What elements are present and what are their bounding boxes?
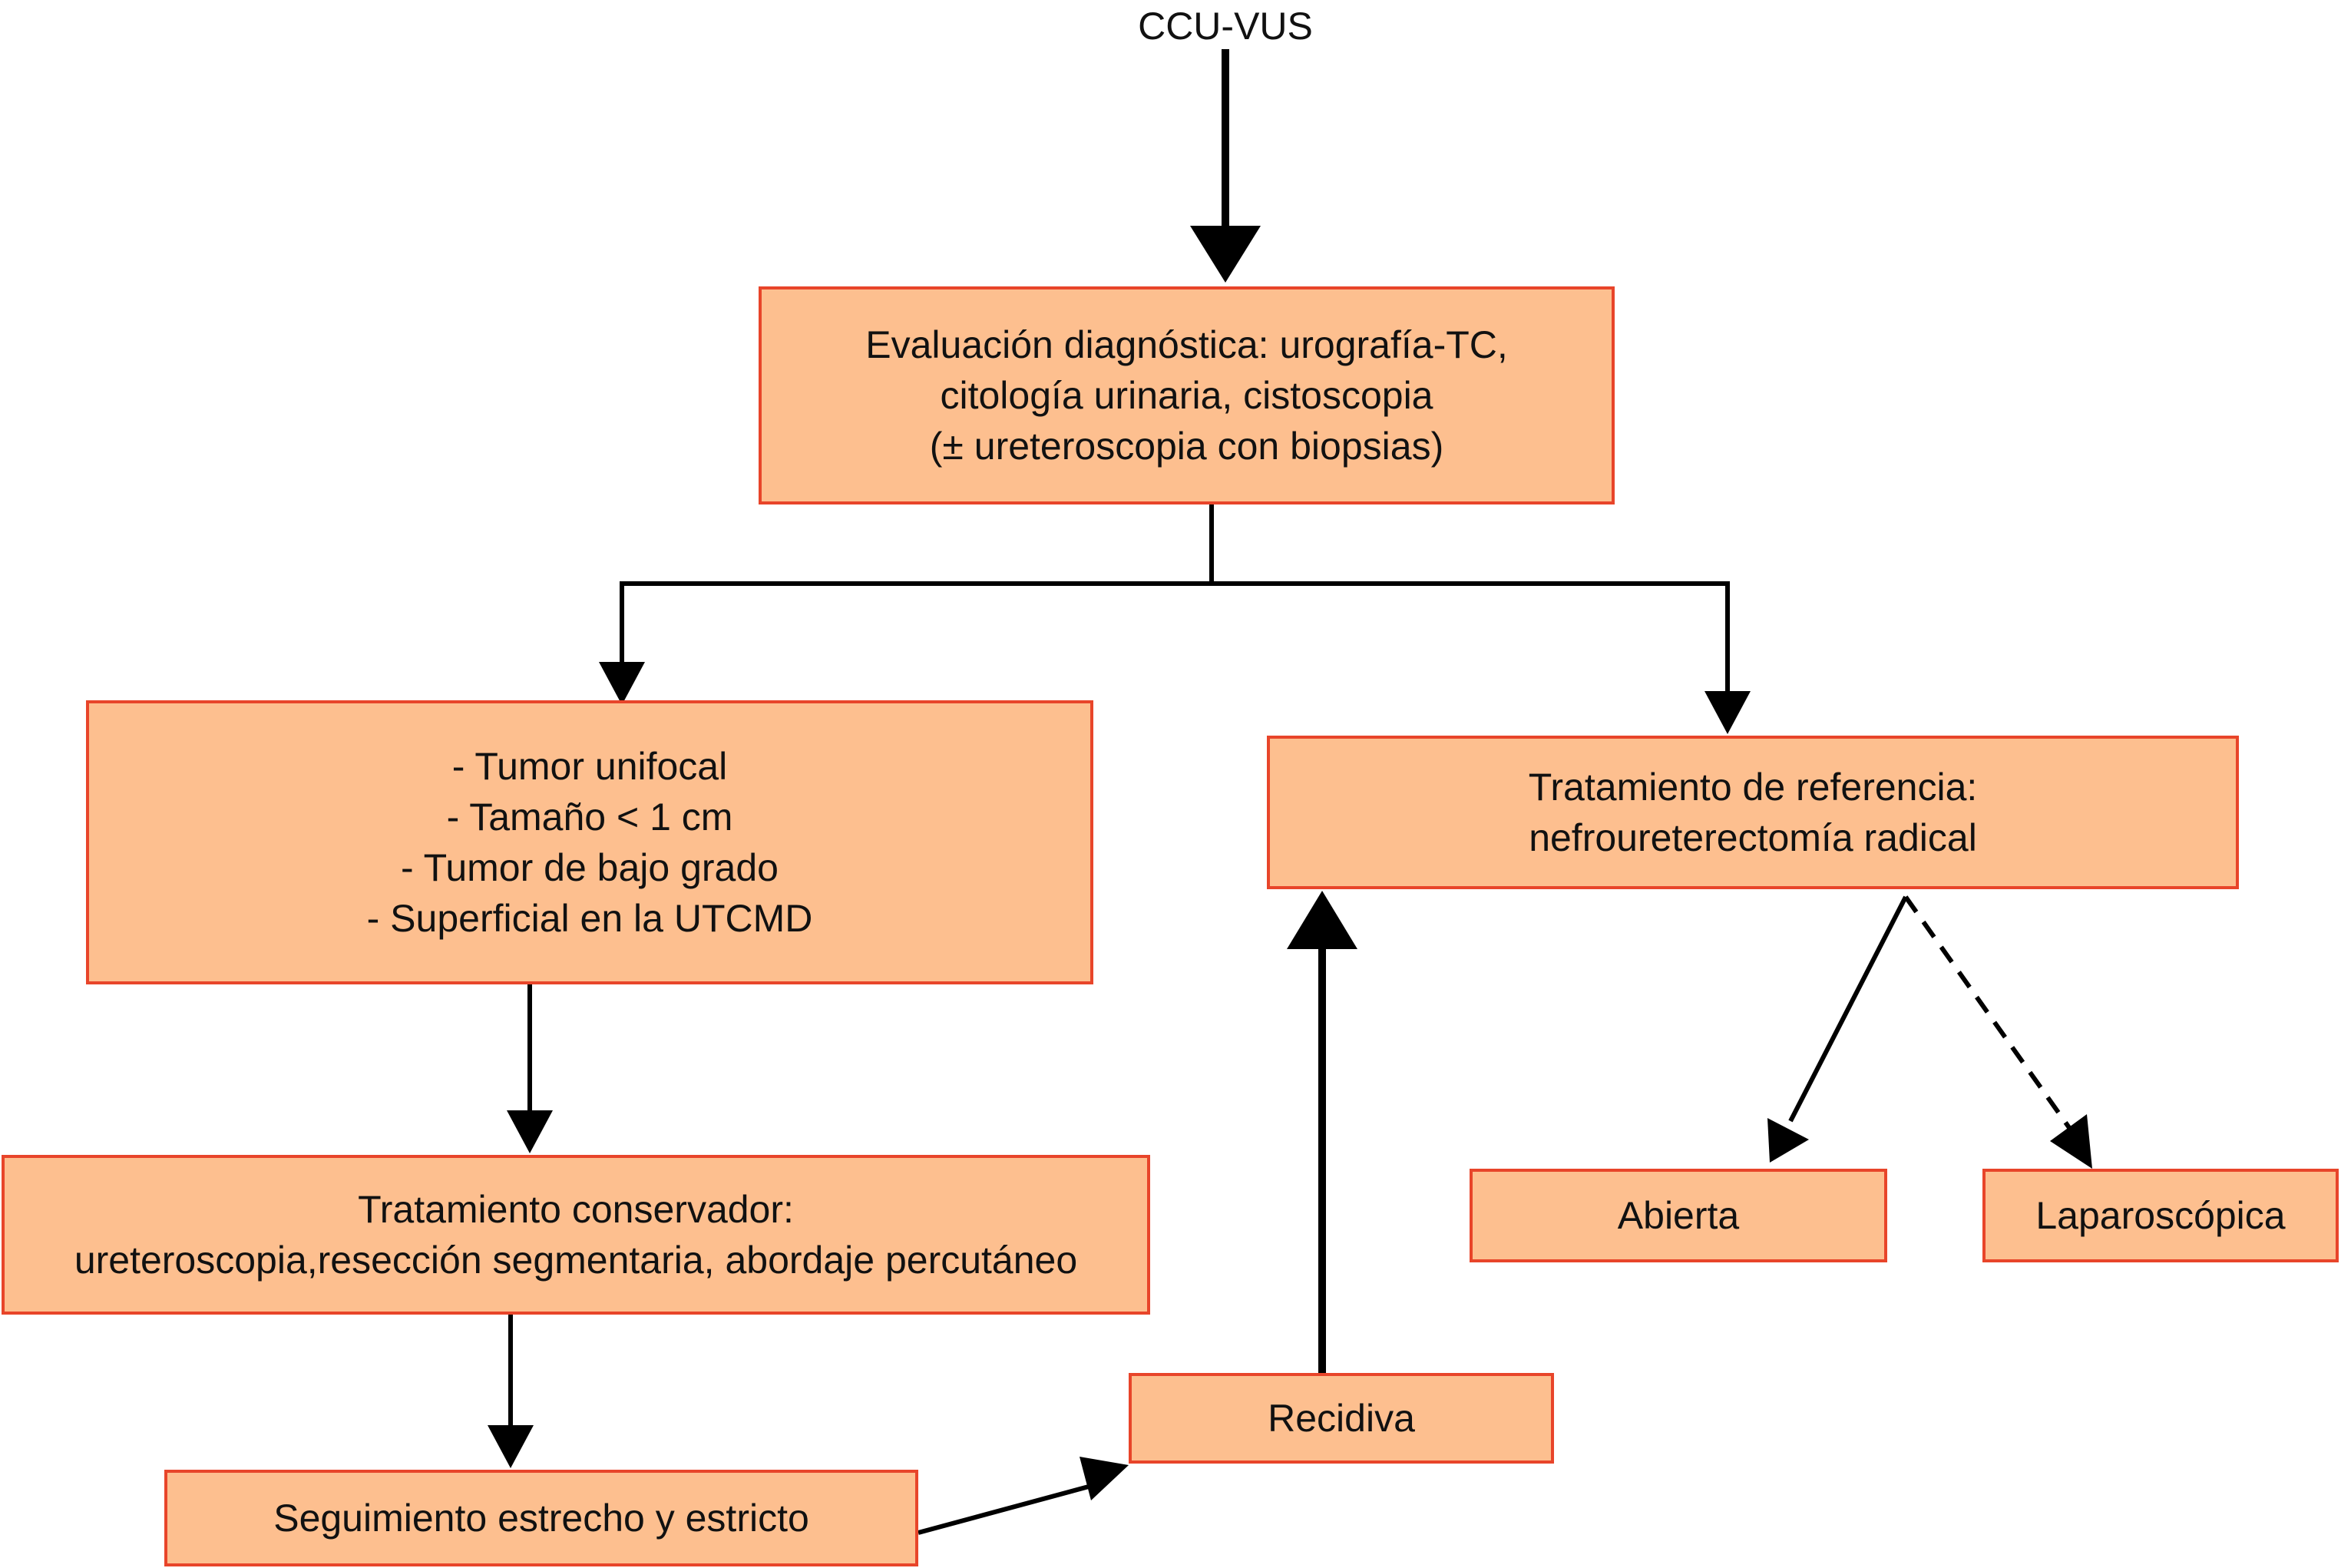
arrowhead-criteria xyxy=(599,662,645,705)
reference-line-2: nefroureterectomía radical xyxy=(1529,816,1977,859)
evaluation-box: Evaluación diagnóstica: urografía-TC, ci… xyxy=(759,286,1615,504)
edge-evaluation-split xyxy=(620,504,1214,668)
open-box: Abierta xyxy=(1470,1169,1887,1262)
evaluation-line-1: Evaluación diagnóstica: urografía-TC, xyxy=(865,323,1508,366)
arrowhead-evaluation xyxy=(1190,226,1261,283)
criteria-box: - Tumor unifocal - Tamaño < 1 cm - Tumor… xyxy=(86,700,1093,984)
arrowhead-open xyxy=(1767,1118,1809,1163)
arrowhead-laparoscopic xyxy=(2050,1114,2092,1169)
conservative-line-1: Tratamiento conservador: xyxy=(358,1188,794,1231)
open-label: Abierta xyxy=(1617,1194,1740,1237)
arrowhead-conservative xyxy=(507,1110,553,1153)
arrowhead-reference xyxy=(1704,691,1751,734)
evaluation-line-3: (± ureteroscopia con biopsias) xyxy=(929,425,1444,468)
edge-followup-to-recurrence xyxy=(918,1480,1106,1535)
followup-label: Seguimiento estrecho y estricto xyxy=(273,1497,809,1540)
conservative-box: Tratamiento conservador: ureteroscopia,r… xyxy=(2,1155,1150,1315)
arrowhead-followup xyxy=(488,1425,534,1468)
evaluation-line-2: citología urinaria, cistoscopia xyxy=(940,374,1433,417)
criteria-line-3: - Tumor de bajo grado xyxy=(401,846,779,889)
criteria-line-4: - Superficial en la UTCMD xyxy=(366,897,813,940)
arrowhead-reference-up xyxy=(1287,891,1357,949)
criteria-line-1: - Tumor unifocal xyxy=(451,745,728,788)
edge-reference-to-laparoscopic xyxy=(1903,895,2072,1130)
reference-line-1: Tratamiento de referencia: xyxy=(1528,766,1978,809)
followup-box: Seguimiento estrecho y estricto xyxy=(164,1470,918,1566)
edge-reference-to-open xyxy=(1788,895,1908,1123)
conservative-line-2: ureteroscopia,resección segmentaria, abo… xyxy=(74,1239,1078,1282)
edge-split-to-reference xyxy=(1212,581,1730,696)
laparoscopic-box: Laparoscópica xyxy=(1982,1169,2339,1262)
recurrence-box: Recidiva xyxy=(1129,1373,1554,1464)
recurrence-label: Recidiva xyxy=(1268,1397,1415,1440)
ccu-vus-label: CCU-VUS xyxy=(1138,5,1313,48)
reference-box: Tratamiento de referencia: nefroureterec… xyxy=(1267,736,2239,889)
criteria-line-2: - Tamaño < 1 cm xyxy=(446,796,733,839)
arrowhead-recurrence xyxy=(1080,1457,1129,1500)
laparoscopic-label: Laparoscópica xyxy=(2035,1194,2286,1237)
